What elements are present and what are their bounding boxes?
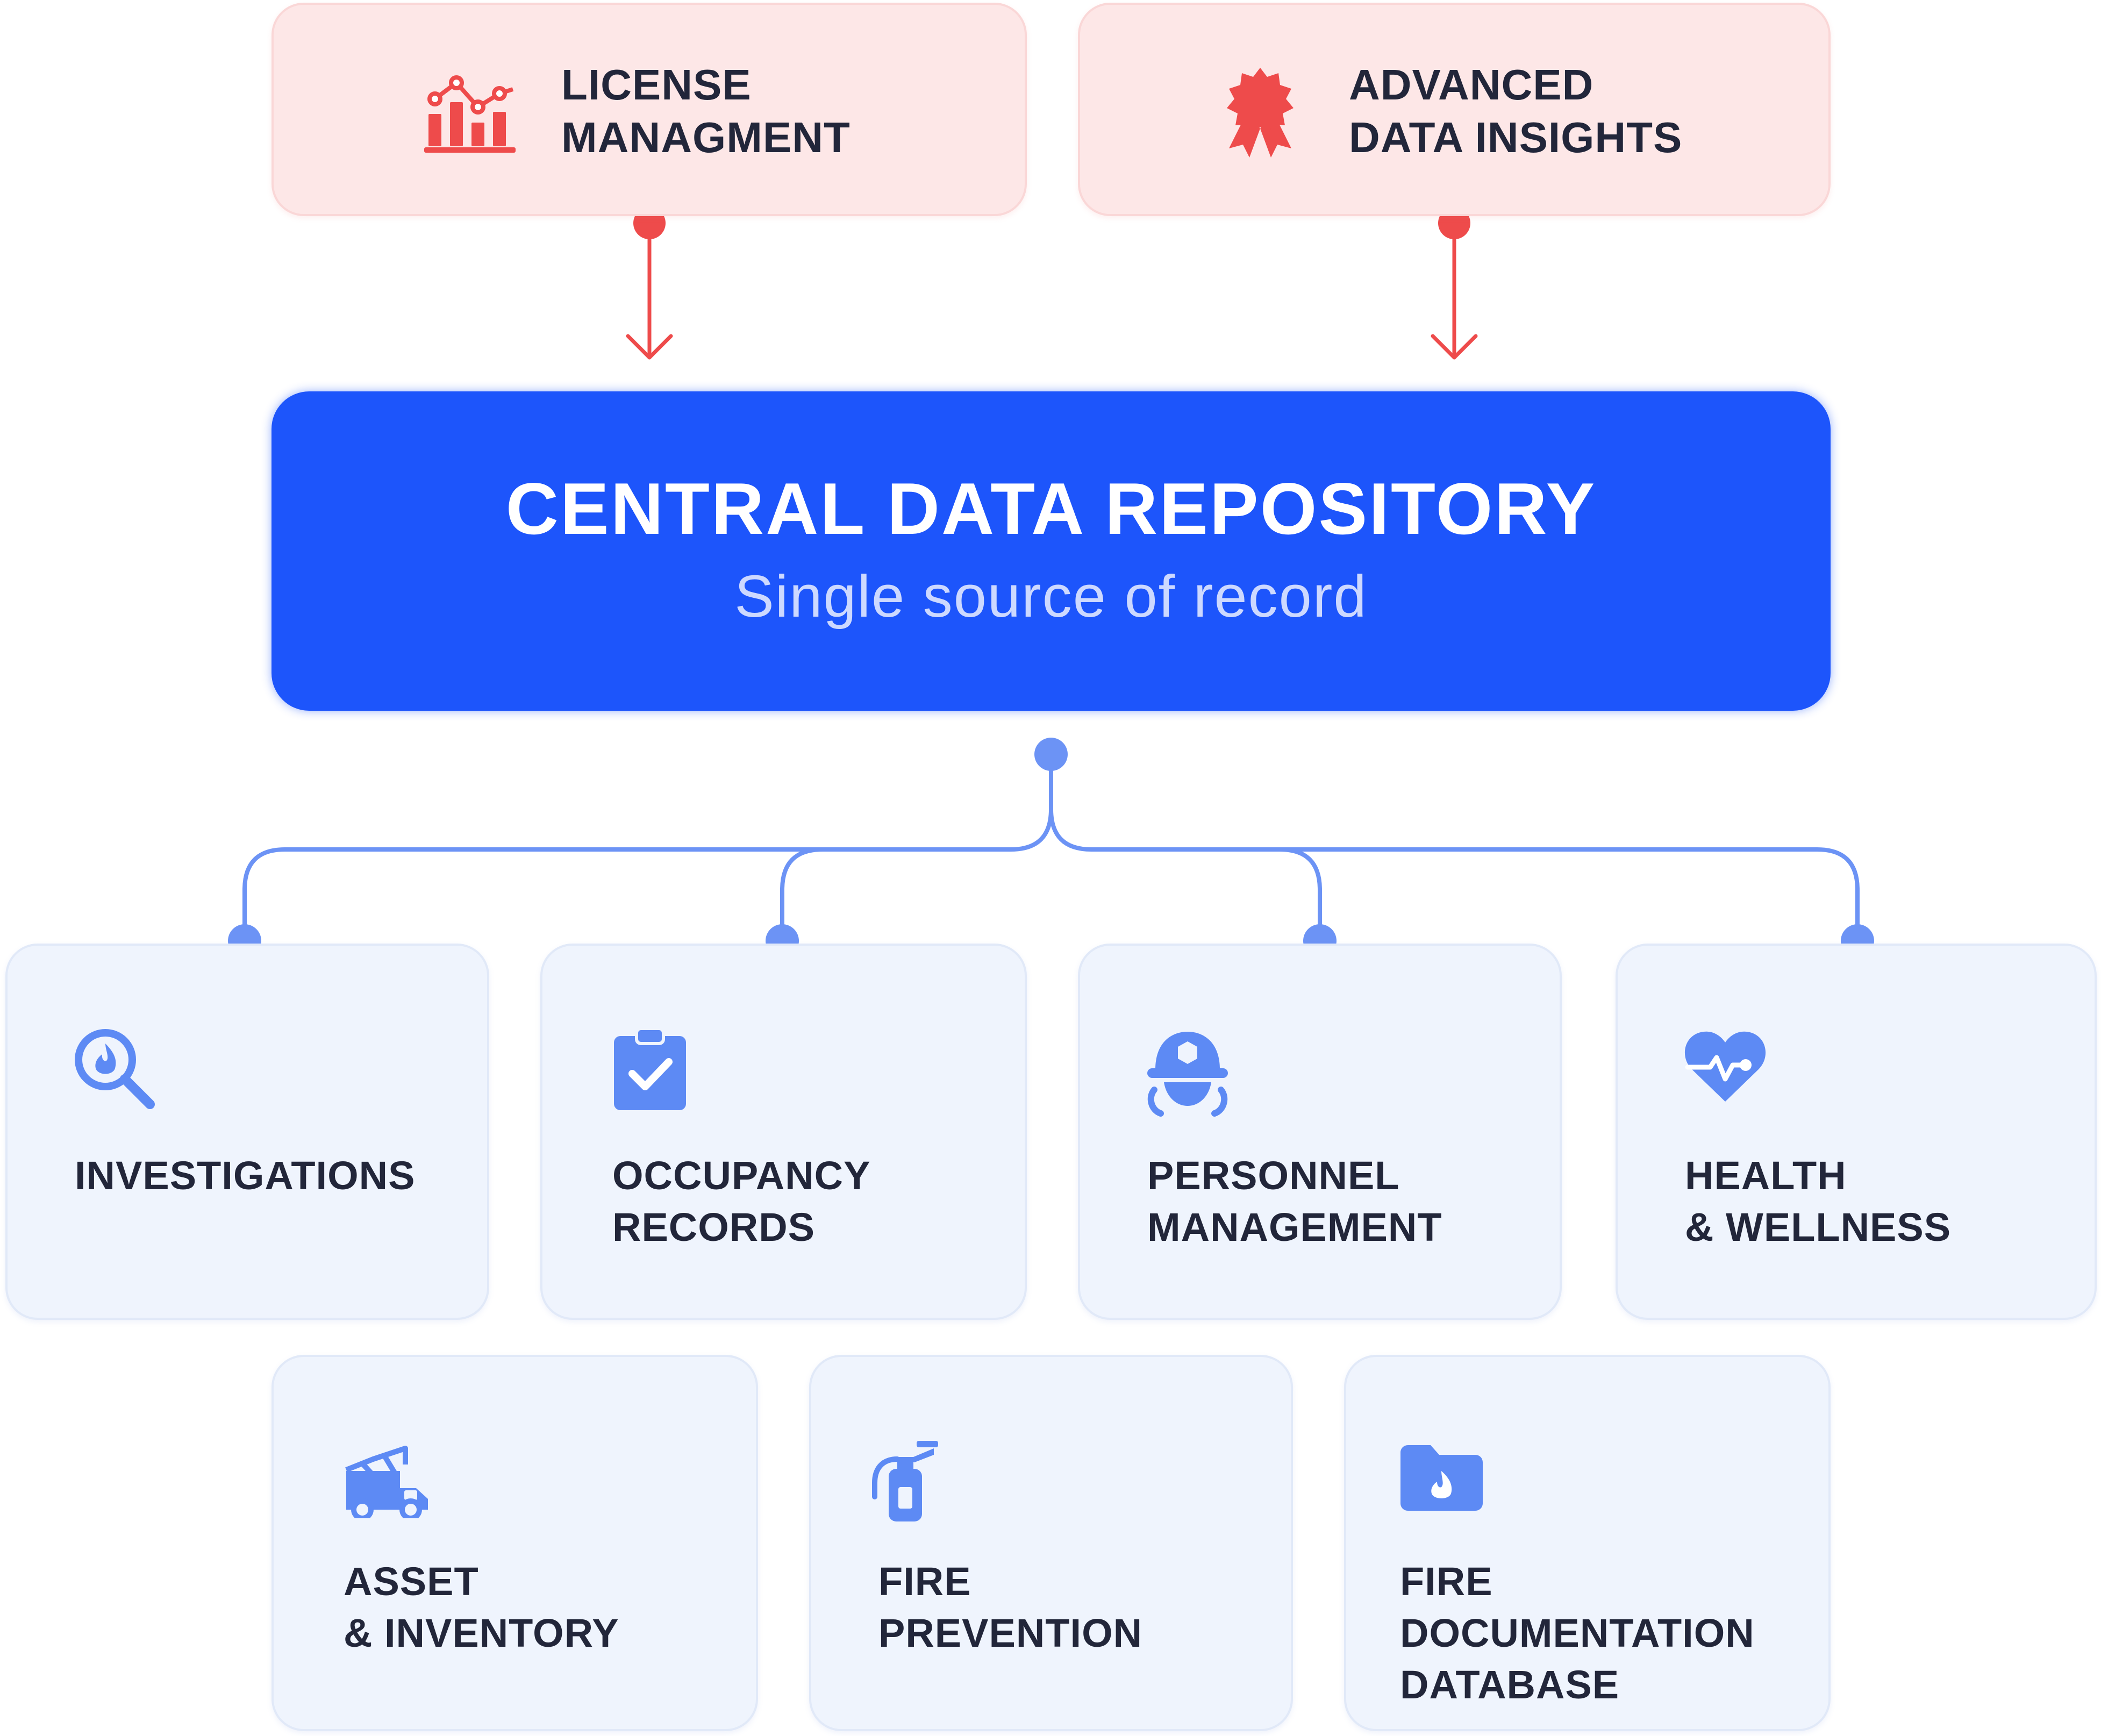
- clipboard-check-icon: [614, 1027, 686, 1110]
- heart-pulse-icon: [1684, 1031, 1766, 1102]
- module-personnel-management[interactable]: PERSONNEL MANAGEMENT: [1078, 944, 1562, 1320]
- firefighter-helmet-icon: [1147, 1032, 1228, 1117]
- blue-branch-lines: [242, 754, 1860, 938]
- red-arrow-right: [1431, 221, 1478, 360]
- advanced-data-insights-title: ADVANCED DATA INSIGHTS: [1349, 61, 1683, 161]
- module-health-wellness[interactable]: HEALTH & WELLNESS: [1616, 944, 2097, 1320]
- fire-extinguisher-icon: [872, 1441, 938, 1521]
- module-investigations[interactable]: INVESTIGATIONS: [5, 944, 489, 1320]
- central-subtitle: Single source of record: [734, 563, 1368, 630]
- red-arrow-left: [626, 221, 673, 360]
- module-fire-documentation-database-title: FIRE DOCUMENTATION DATABASE: [1400, 1559, 1755, 1707]
- module-personnel-management-title: PERSONNEL MANAGEMENT: [1147, 1153, 1442, 1249]
- module-occupancy-records[interactable]: OCCUPANCY RECORDS: [540, 944, 1027, 1320]
- module-fire-prevention[interactable]: FIRE PREVENTION: [809, 1355, 1293, 1731]
- module-asset-inventory[interactable]: ASSET & INVENTORY: [271, 1355, 758, 1731]
- central-title: CENTRAL DATA REPOSITORY: [505, 468, 1597, 549]
- advanced-data-insights-card[interactable]: ADVANCED DATA INSIGHTS: [1078, 3, 1831, 216]
- fire-truck-icon: [345, 1446, 428, 1518]
- license-management-card[interactable]: LICENSE MANAGMENT: [271, 3, 1027, 216]
- module-fire-prevention-title: FIRE PREVENTION: [878, 1559, 1143, 1655]
- fire-folder-icon: [1400, 1445, 1483, 1511]
- central-data-repository[interactable]: CENTRAL DATA REPOSITORY Single source of…: [271, 391, 1831, 711]
- fire-search-icon: [75, 1029, 155, 1109]
- module-asset-inventory-title: ASSET & INVENTORY: [344, 1559, 619, 1655]
- award-badge-icon: [1227, 68, 1294, 158]
- chart-icon: [424, 75, 516, 153]
- module-investigations-title: INVESTIGATIONS: [75, 1153, 416, 1198]
- module-fire-documentation-database[interactable]: FIRE DOCUMENTATION DATABASE: [1344, 1355, 1831, 1731]
- module-occupancy-records-title: OCCUPANCY RECORDS: [612, 1153, 871, 1249]
- module-health-wellness-title: HEALTH & WELLNESS: [1685, 1153, 1952, 1249]
- license-management-title: LICENSE MANAGMENT: [561, 61, 851, 161]
